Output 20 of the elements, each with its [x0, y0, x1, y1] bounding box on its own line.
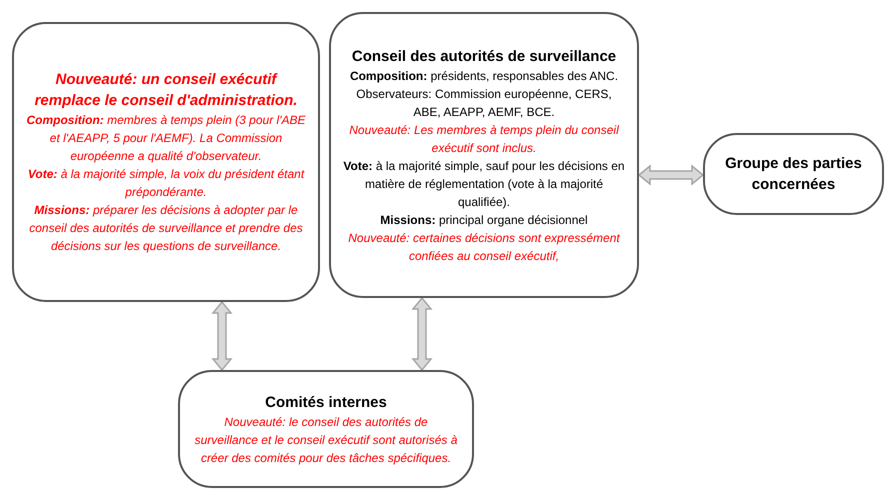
note-text: Nouveauté: Les membres à temps plein du conseil exécutif sont inclus.	[348, 122, 620, 156]
double-arrow	[638, 164, 704, 186]
note-text: Vote: à la majorité simple, la voix du président étant prépondérante.	[26, 166, 306, 201]
heading-text: Conseil des autorités de surveillance	[352, 46, 616, 66]
rounded-box	[178, 370, 474, 488]
note-text: Nouveauté: le conseil des autorités de surveillance et le conseil exécutif sont autorisés à créer des comités pour des tâches spécifiques.	[194, 414, 458, 466]
body-text: Missions: principal organe décisionnel	[380, 212, 588, 228]
note-text: Composition: membres à temps plein (3 pour l'ABE et l'AEAPP, 5 pour l'AEMF). La Commission européenne a qualité d'observateur.	[26, 112, 306, 165]
double-arrow	[211, 300, 233, 372]
rounded-box	[329, 12, 639, 298]
rounded-box	[703, 133, 884, 215]
note-text: Missions: préparer les décisions à adopter par le conseil des autorités de surveillance et prendre des décisions sur les questions de surveillance.	[28, 202, 304, 255]
heading-text: Comités internes	[265, 392, 387, 412]
body-text: Vote: à la majorité simple, sauf pour les décisions en matière de réglementation (vote à la majorité qualifiée).	[343, 158, 625, 210]
rounded-box	[12, 22, 320, 302]
body-text: Composition: présidents, responsables des ANC. Observateurs: Commission européenne, CERS, ABE, AEAPP, AEMF, BCE.	[348, 68, 620, 120]
heading-text: Groupe des parties concernées	[724, 154, 863, 195]
note-text: Nouveauté: certaines décisions sont expressément confiées au conseil exécutif,	[347, 230, 621, 264]
double-arrow	[411, 296, 433, 372]
heading-text: Nouveauté: un conseil exécutif remplace le conseil d'administration.	[34, 70, 298, 111]
